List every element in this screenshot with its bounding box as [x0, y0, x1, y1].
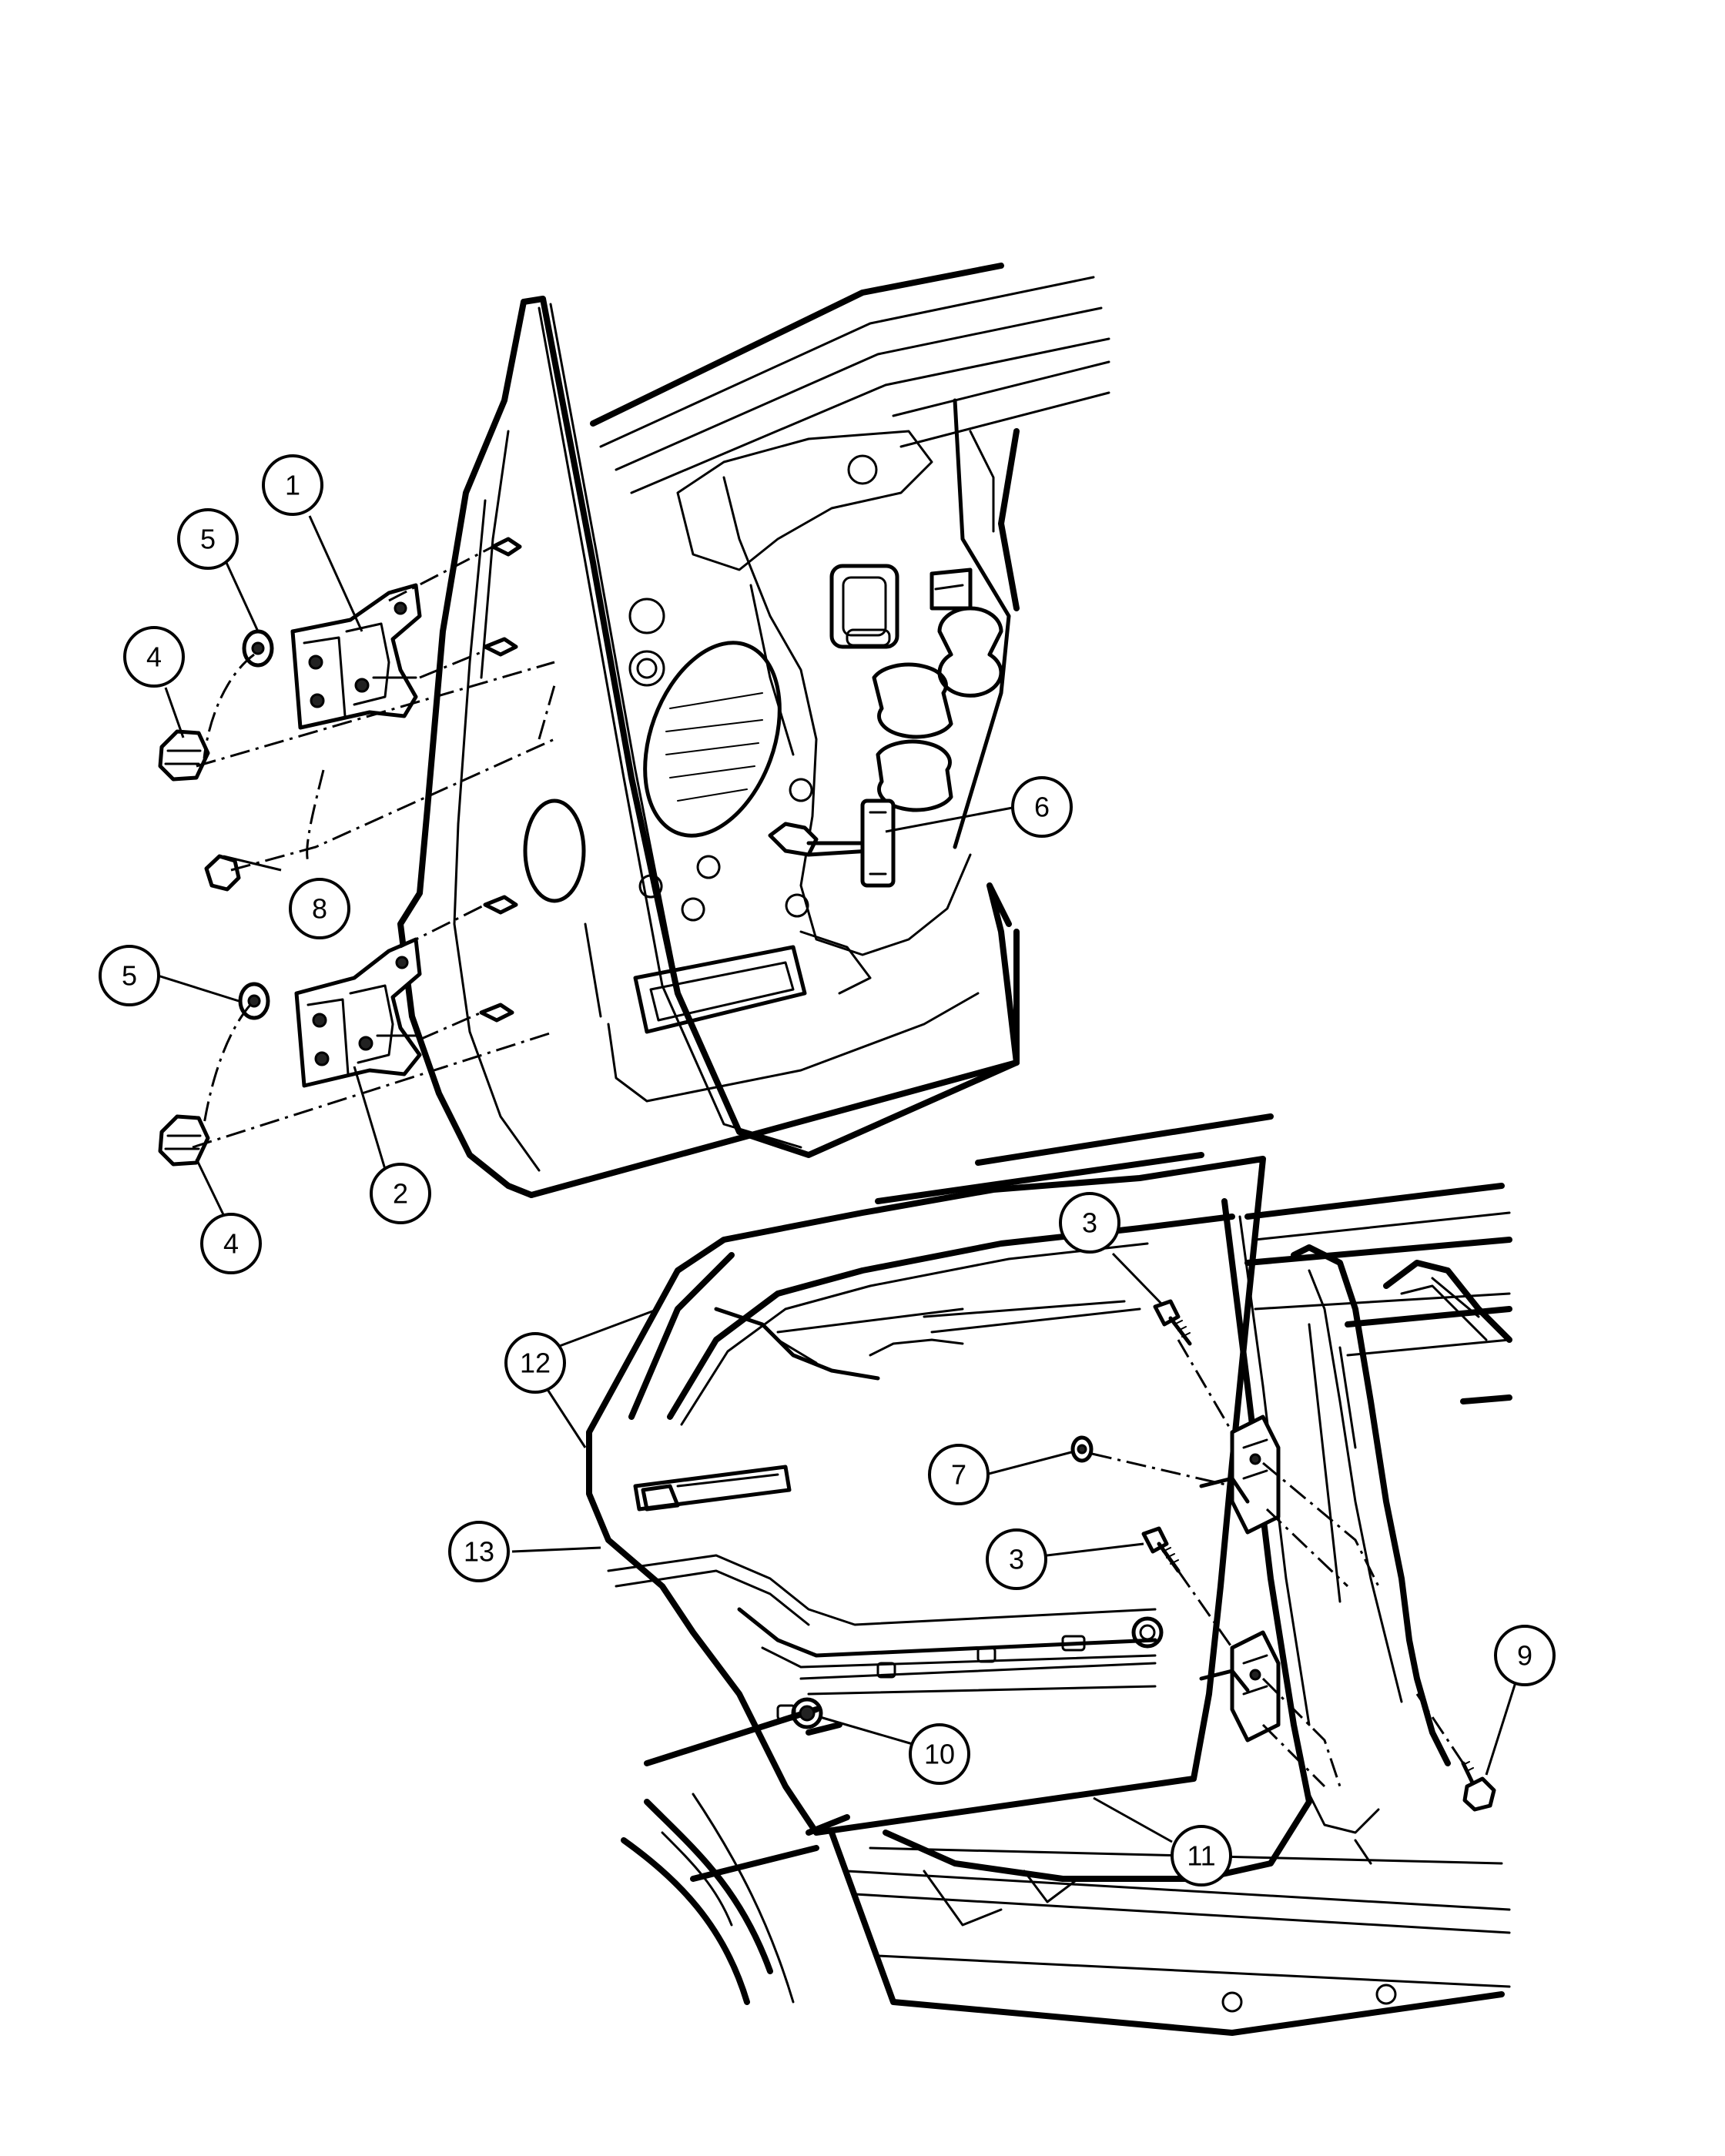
hinge-pin-nut — [204, 854, 241, 892]
callout-6: 6 — [1011, 776, 1073, 838]
svg-text:1: 1 — [285, 470, 300, 501]
upper-door-hinge — [290, 583, 422, 730]
callout-5-lower: 5 — [99, 945, 160, 1006]
callout-13: 13 — [448, 1521, 510, 1582]
lower-assembly-lines — [1091, 1339, 1465, 1788]
callout-5-upper: 5 — [177, 508, 239, 570]
svg-text:3: 3 — [1009, 1544, 1024, 1575]
svg-text:2: 2 — [393, 1178, 408, 1210]
callout-10: 10 — [909, 1723, 970, 1785]
callout-9: 9 — [1494, 1625, 1556, 1686]
svg-text:5: 5 — [200, 524, 216, 555]
door-inner-panel — [397, 263, 1110, 1198]
svg-text:10: 10 — [924, 1739, 955, 1770]
svg-text:5: 5 — [122, 960, 137, 992]
callout-12: 12 — [504, 1332, 566, 1394]
body-side-hinges — [1199, 1414, 1281, 1743]
svg-text:9: 9 — [1517, 1640, 1532, 1672]
door-nut — [1070, 1435, 1094, 1463]
rear-door-shell — [586, 1156, 1266, 1836]
upper-hinge-nut — [158, 729, 210, 782]
callout-2: 2 — [370, 1163, 431, 1224]
svg-text:12: 12 — [520, 1348, 551, 1379]
svg-text:4: 4 — [146, 641, 162, 673]
svg-text:4: 4 — [223, 1228, 239, 1260]
callout-3-lower: 3 — [986, 1528, 1047, 1590]
svg-text:13: 13 — [464, 1536, 494, 1568]
callout-4-lower: 4 — [200, 1213, 262, 1274]
svg-text:8: 8 — [312, 893, 327, 925]
lower-hinge-nut — [158, 1114, 210, 1167]
lower-hinge-bolt — [1141, 1526, 1181, 1573]
callout-7: 7 — [928, 1444, 990, 1505]
door-hinge-studs — [479, 537, 522, 1023]
lower-door-hinge — [294, 937, 422, 1088]
svg-text:3: 3 — [1082, 1207, 1097, 1239]
callout-4-upper: 4 — [123, 626, 185, 688]
callout-8: 8 — [289, 878, 350, 939]
body-side-structure — [621, 1113, 1512, 2036]
callout-11: 11 — [1171, 1825, 1232, 1886]
svg-text:11: 11 — [1187, 1840, 1215, 1872]
svg-text:6: 6 — [1034, 792, 1050, 823]
callout-3-upper: 3 — [1059, 1192, 1120, 1254]
body-side-bolt — [1461, 1761, 1496, 1812]
svg-text:7: 7 — [951, 1459, 966, 1491]
callout-1: 1 — [262, 454, 323, 516]
upper-hinge-bolt — [1153, 1299, 1192, 1346]
door-check-strap — [768, 798, 896, 888]
leader-lines — [157, 515, 1517, 1843]
